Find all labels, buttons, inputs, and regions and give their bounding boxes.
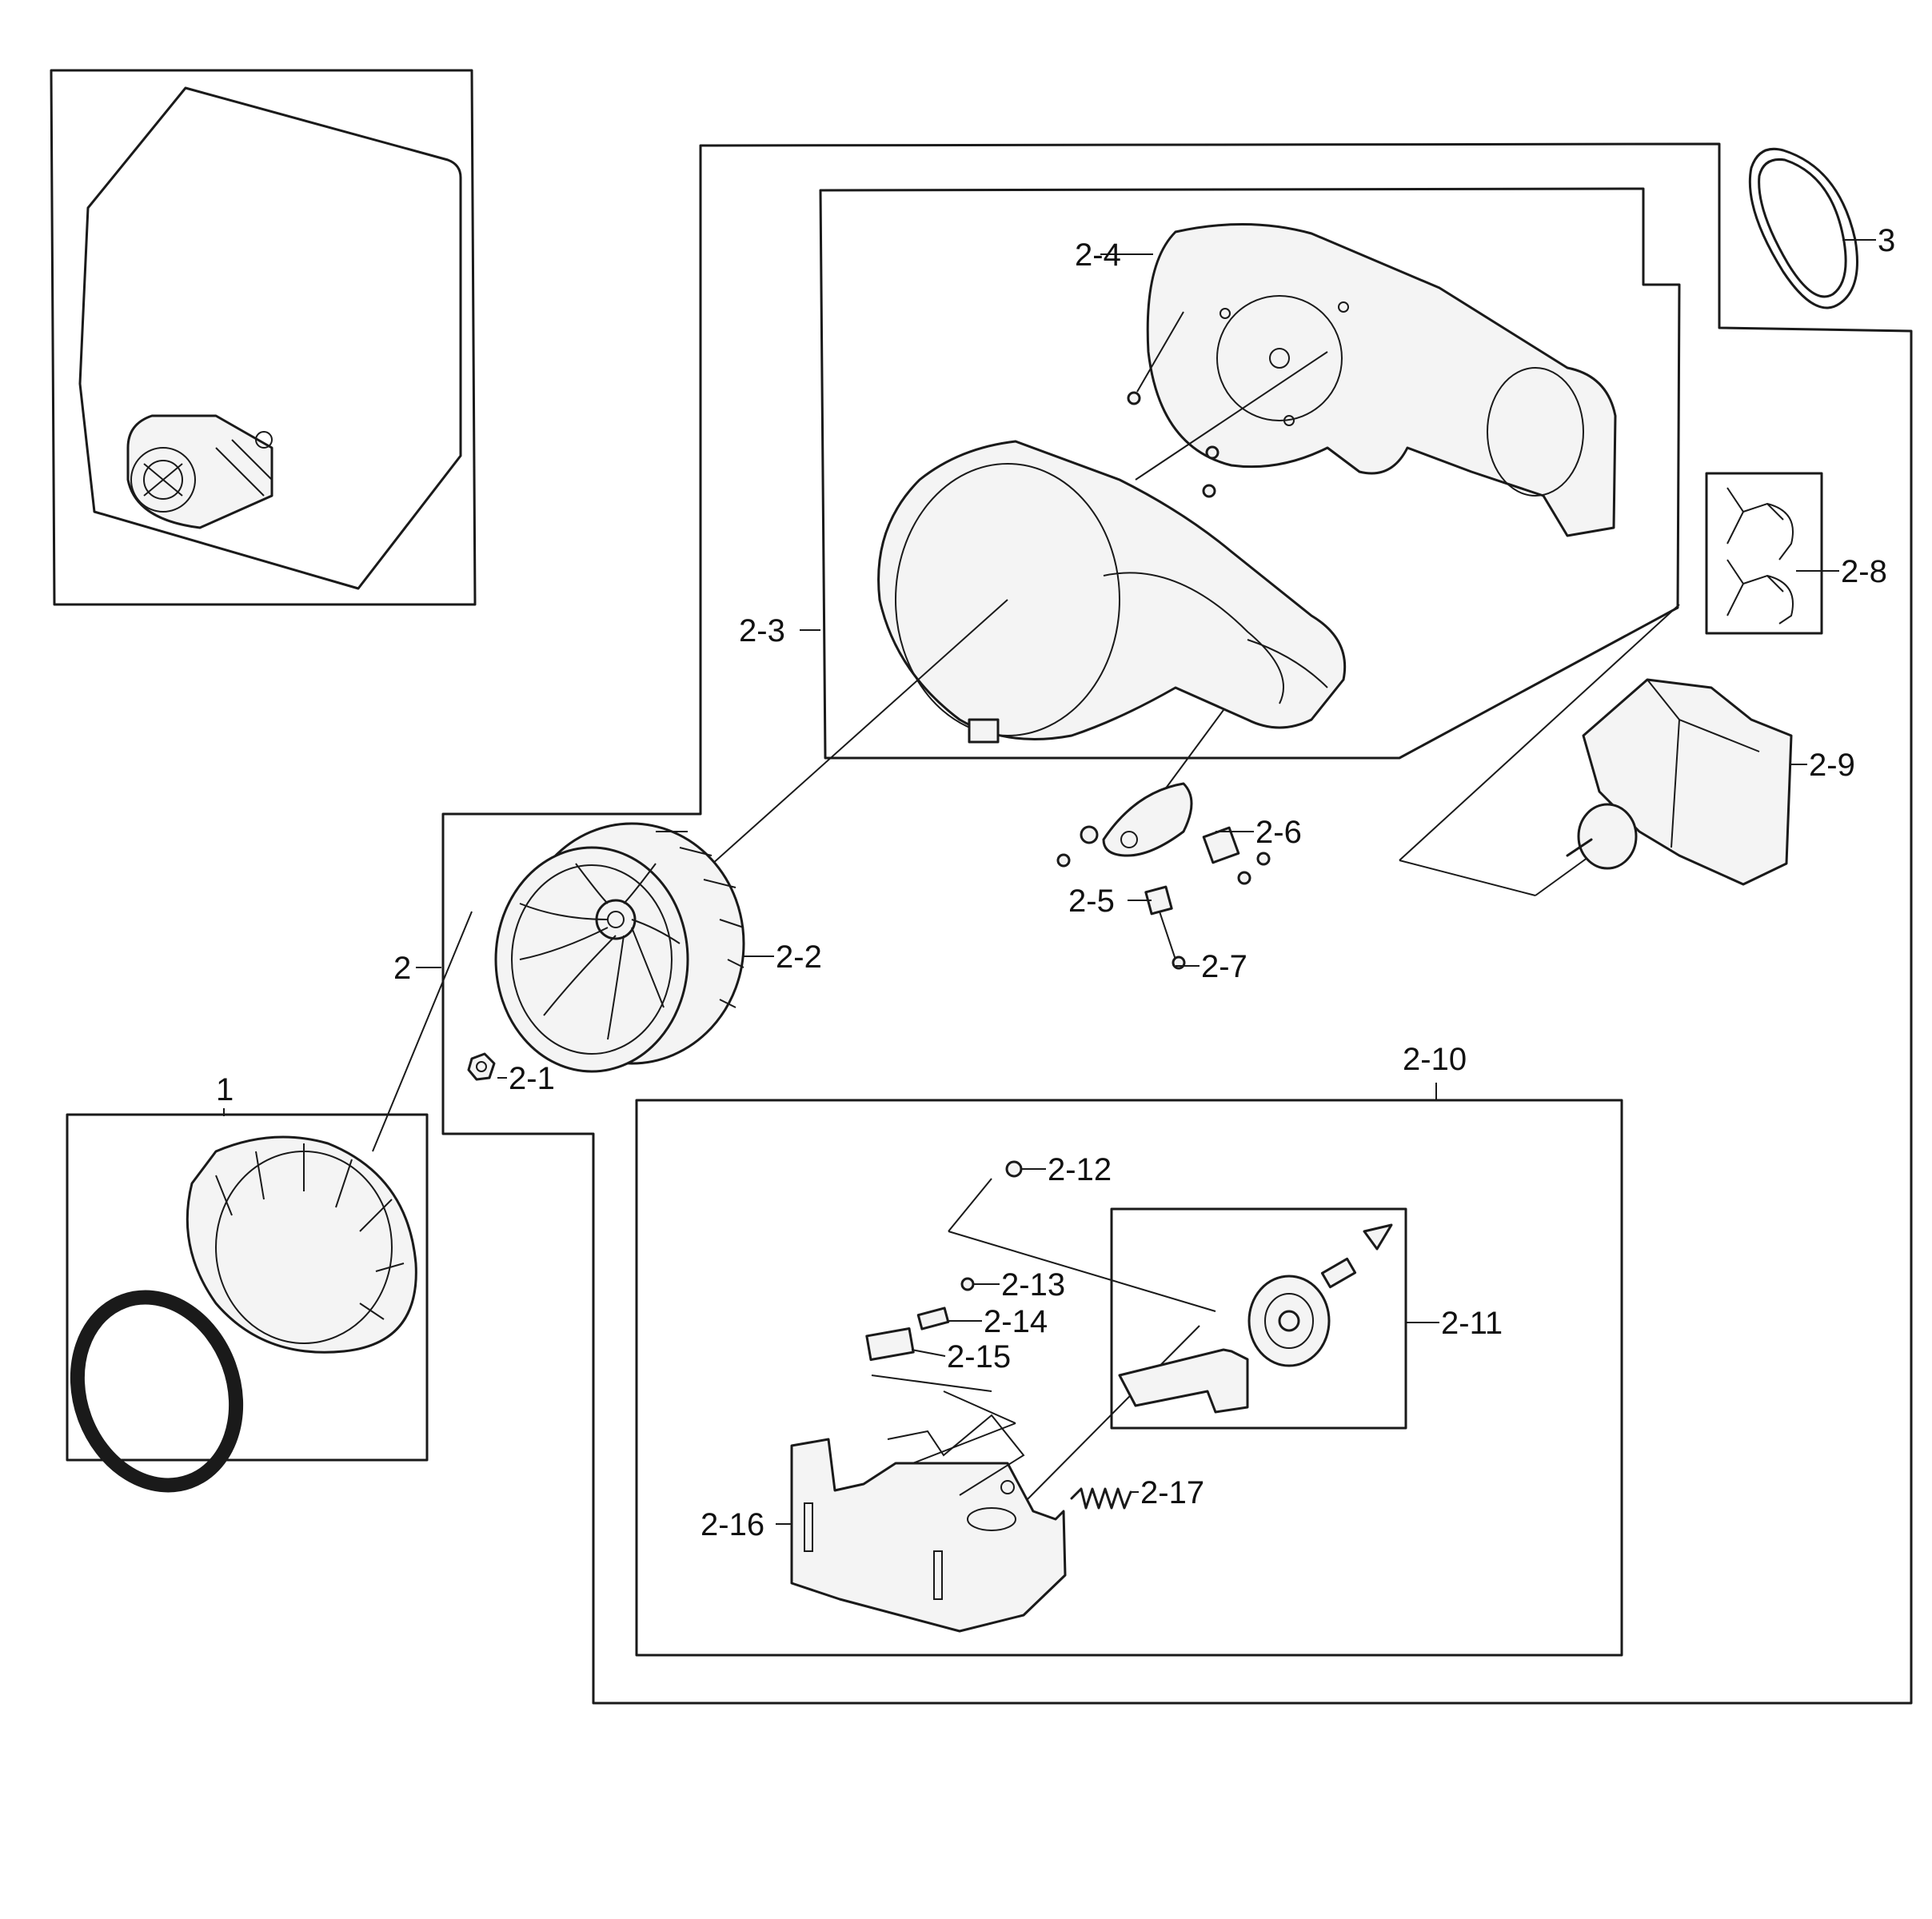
callout-2-15: 2-15 (947, 1339, 1011, 1374)
blower-wheel (494, 822, 745, 1073)
part-1-box (66, 1113, 429, 1462)
small-screw-2-12 (1005, 1160, 1023, 1178)
shroud-seal-ring (70, 1290, 244, 1493)
idler-bracket (1118, 1348, 1249, 1414)
callout-2-4: 2-4 (1075, 237, 1121, 273)
idler-spring (1070, 1487, 1132, 1510)
callout-2-6: 2-6 (1255, 815, 1302, 850)
callout-1: 1 (216, 1072, 234, 1107)
callout-2-11: 2-11 (1441, 1306, 1503, 1341)
inset-blower-illustration (126, 414, 273, 529)
screws (1056, 852, 1271, 970)
callout-2-3: 2-3 (739, 613, 785, 648)
callout-2-9: 2-9 (1809, 748, 1855, 783)
fan-nut (467, 1052, 496, 1081)
blower-housing (877, 440, 1347, 744)
callout-2: 2 (393, 951, 411, 986)
motor-bracket-box (635, 1099, 1623, 1657)
callout-2-12: 2-12 (1048, 1152, 1112, 1187)
idler-shaft (1320, 1223, 1393, 1289)
thermal-fuse (1202, 826, 1240, 864)
small-screw-2-13 (960, 1277, 975, 1291)
callout-2-1: 2-1 (509, 1061, 555, 1096)
callout-leaders (223, 239, 1876, 1525)
callout-labels: 1 2 2-1 2-2 2-3 2-4 2-5 2-6 2-7 2-8 2-9 … (216, 223, 1895, 1542)
housing-box (819, 187, 1681, 760)
drive-motor (1566, 678, 1793, 886)
callout-2-17: 2-17 (1140, 1475, 1204, 1510)
clamps (1726, 487, 1794, 624)
callout-2-5: 2-5 (1068, 884, 1115, 919)
callout-2-7: 2-7 (1201, 949, 1247, 984)
idler-sub-box (1110, 1207, 1407, 1430)
motor-mount-bracket (790, 1414, 1067, 1633)
drive-belt (1748, 147, 1858, 309)
idler-pulley (1247, 1275, 1331, 1367)
thermostat-sensor (1144, 885, 1176, 960)
callout-2-14: 2-14 (984, 1304, 1048, 1339)
leader-lines (372, 599, 1680, 1504)
callout-2-13: 2-13 (1001, 1267, 1065, 1303)
location-inset-frame (50, 69, 477, 606)
thermostat-bracket (1080, 782, 1193, 857)
switch-clip (916, 1307, 950, 1331)
callout-2-2: 2-2 (776, 940, 822, 975)
front-shroud (186, 1135, 417, 1354)
door-switch (865, 1327, 915, 1361)
callout-3: 3 (1878, 223, 1895, 258)
clamp-box (1705, 472, 1823, 635)
callout-2-16: 2-16 (701, 1507, 764, 1542)
callout-2-8: 2-8 (1841, 554, 1887, 589)
callout-2-10: 2-10 (1403, 1042, 1467, 1077)
housing-cover (1127, 223, 1617, 537)
assembly-2-outline (441, 142, 1913, 1705)
